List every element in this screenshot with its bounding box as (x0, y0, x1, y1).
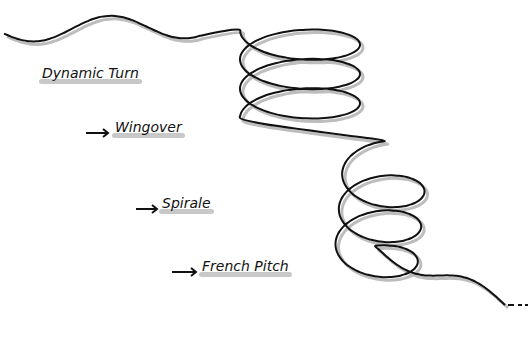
arrow-symbol (172, 268, 196, 276)
maneuver-label: French Pitch (202, 259, 289, 274)
maneuver-label: Dynamic Turn (42, 66, 139, 81)
maneuver-label: Spirale (162, 196, 211, 211)
maneuver-label: Wingover (115, 120, 182, 135)
trailing-dashes (508, 304, 528, 306)
path-shadow (7, 19, 508, 308)
arrow-symbol (136, 205, 157, 213)
arrow-symbol (86, 129, 108, 137)
flight-path-line (4, 16, 505, 305)
